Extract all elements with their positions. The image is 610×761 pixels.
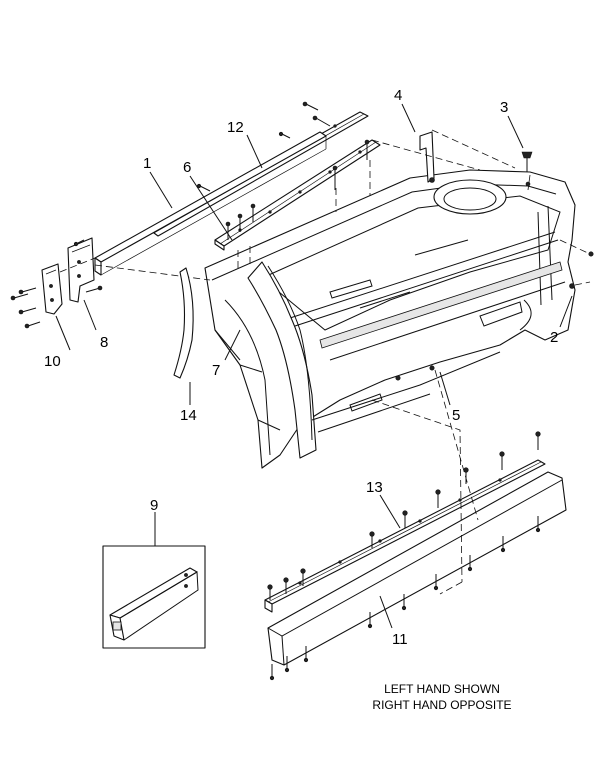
callout-10: 10 [44,353,61,370]
callout-3: 3 [500,99,508,116]
bracket-8 [67,237,95,303]
callout-4: 4 [394,87,402,104]
callout-14: 14 [180,407,197,424]
leader-lines [55,103,573,629]
callout-6: 6 [183,159,191,176]
seal-strip-14 [173,267,194,379]
end-fastener [588,251,594,257]
callout-1: 1 [143,155,151,172]
callout-7: 7 [212,362,220,379]
angle-bracket-1 [94,131,327,276]
callout-5: 5 [452,407,460,424]
callout-2: 2 [550,329,558,346]
inset-detail-9 [102,545,206,649]
bracket-10 [41,263,63,315]
bracket-4 [419,131,435,183]
note-line-1: LEFT HAND SHOWN [384,682,500,696]
callout-12: 12 [227,119,244,136]
callout-11: 11 [392,631,408,648]
clip-3 [521,151,533,172]
callout-8: 8 [100,334,108,351]
body-side-panel [204,169,576,469]
top-rail-12 [214,139,381,251]
note-line-2: RIGHT HAND OPPOSITE [372,698,511,712]
lower-fasteners [267,431,541,681]
lower-skirt-11 [267,471,567,666]
callout-9: 9 [150,497,158,514]
callout-13: 13 [366,479,383,496]
lower-rail-13 [264,459,546,613]
alignment-lines [237,129,591,595]
front-bolts [10,239,103,329]
